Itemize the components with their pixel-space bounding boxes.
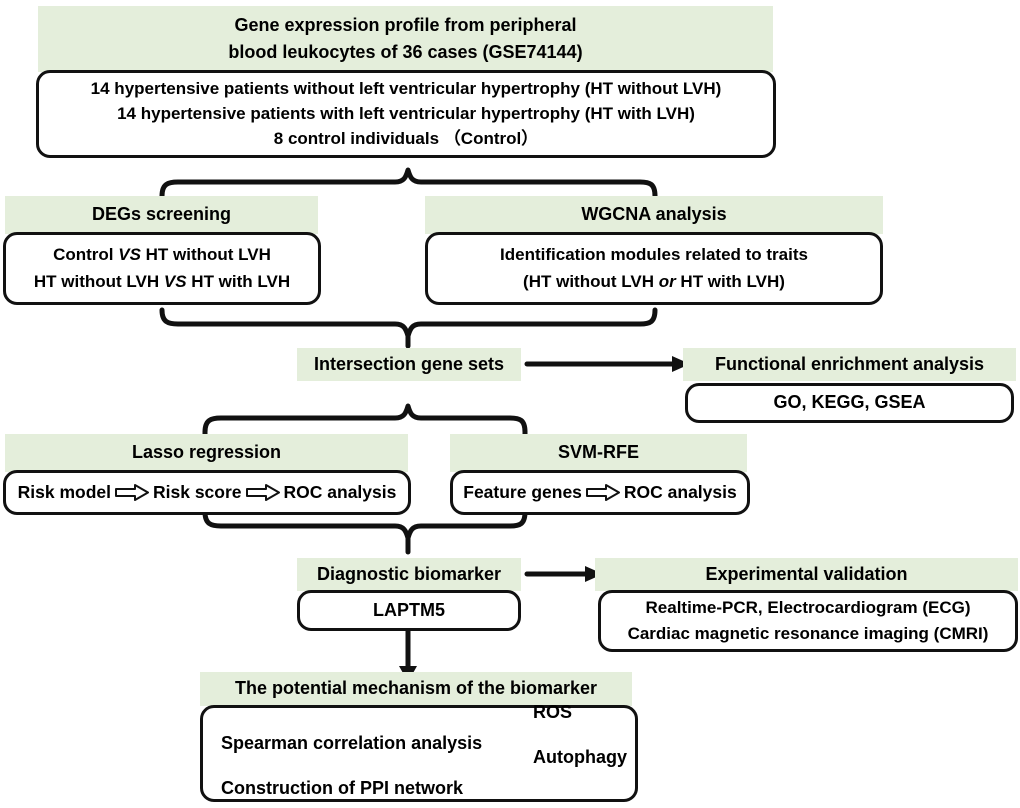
degs-header-label: DEGs screening	[91, 204, 232, 225]
wgcna-header-band: WGCNA analysis	[425, 196, 883, 234]
lasso-step-3: ROC analysis	[283, 482, 397, 503]
validation-box: Realtime-PCR, Electrocardiogram (ECG) Ca…	[598, 590, 1018, 652]
right-arrow-icon	[245, 484, 280, 501]
right-arrow-icon	[115, 484, 149, 501]
mechanism-box: Spearman correlation analysis Constructi…	[200, 705, 638, 802]
dataset-header-line2: blood leukocytes of 36 cases (GSE74144)	[228, 42, 583, 62]
mechanism-header-band: The potential mechanism of the biomarker	[200, 672, 632, 706]
lasso-pipeline: Risk model Risk score ROC analysis	[18, 481, 397, 504]
wgcna-line-1: Identification modules related to traits	[500, 245, 808, 265]
mechanism-header-label: The potential mechanism of the biomarker	[234, 678, 598, 699]
svm-step-1: Feature genes	[463, 482, 582, 503]
intersection-label: Intersection gene sets	[313, 353, 505, 374]
lasso-header-band: Lasso regression	[5, 434, 408, 472]
validation-header-band: Experimental validation	[595, 558, 1018, 591]
biomarker-header-band: Diagnostic biomarker	[297, 558, 521, 591]
brace-intersection-to-models	[202, 403, 528, 435]
wgcna-line-2: (HT without LVH or HT with LVH)	[523, 271, 785, 291]
intersection-band: Intersection gene sets	[297, 348, 521, 381]
svm-header-band: SVM-RFE	[450, 434, 747, 472]
lasso-step-1: Risk model	[17, 482, 111, 503]
lasso-box: Risk model Risk score ROC analysis	[3, 470, 411, 515]
brace-models-to-biomarker	[202, 509, 528, 541]
validation-header-label: Experimental validation	[705, 563, 908, 584]
dataset-line-2: 14 hypertensive patients with left ventr…	[117, 103, 695, 123]
dataset-box: 14 hypertensive patients without left ve…	[36, 70, 776, 158]
functional-header-label: Functional enrichment analysis	[714, 353, 985, 374]
svm-header-label: SVM-RFE	[558, 442, 639, 463]
mechanism-line-1: Spearman correlation analysis	[221, 732, 483, 753]
wgcna-box: Identification modules related to traits…	[425, 232, 883, 305]
functional-box: GO, KEGG, GSEA	[685, 383, 1014, 423]
degs-comparison-1: Control VS HT without LVH	[53, 245, 271, 265]
dataset-header-band: Gene expression profile from peripheral …	[38, 6, 773, 72]
validation-line-1: Realtime-PCR, Electrocardiogram (ECG)	[645, 598, 971, 618]
lasso-header-label: Lasso regression	[131, 442, 282, 463]
svm-pipeline: Feature genes ROC analysis	[463, 481, 736, 504]
dataset-header-line1: Gene expression profile from peripheral	[234, 14, 577, 35]
lasso-step-2: Risk score	[153, 482, 242, 503]
validation-line-2: Cardiac magnetic resonance imaging (CMRI…	[627, 623, 989, 643]
brace-analyses-to-intersection	[159, 307, 658, 339]
degs-header-band: DEGs screening	[5, 196, 318, 234]
biomarker-box: LAPTM5	[297, 590, 521, 631]
svm-box: Feature genes ROC analysis	[450, 470, 750, 515]
wgcna-header-label: WGCNA analysis	[581, 204, 727, 225]
functional-header-band: Functional enrichment analysis	[683, 348, 1016, 381]
mechanism-branch-bottom: Autophagy	[533, 747, 627, 767]
right-arrow-icon	[585, 484, 620, 501]
functional-methods: GO, KEGG, GSEA	[773, 392, 926, 413]
brace-dataset-to-analyses	[159, 167, 658, 199]
biomarker-header-label: Diagnostic biomarker	[316, 563, 502, 584]
mechanism-line-2: Construction of PPI network	[221, 778, 464, 798]
biomarker-gene: LAPTM5	[373, 599, 445, 620]
svm-step-2: ROC analysis	[623, 482, 737, 503]
dataset-line-3: 8 control individuals （Control）	[273, 129, 539, 149]
degs-comparison-2: HT without LVH VS HT with LVH	[33, 271, 291, 291]
mechanism-branch-top: ROS	[533, 702, 573, 722]
degs-box: Control VS HT without LVH HT without LVH…	[3, 232, 321, 305]
dataset-line-1: 14 hypertensive patients without left ve…	[90, 78, 722, 98]
